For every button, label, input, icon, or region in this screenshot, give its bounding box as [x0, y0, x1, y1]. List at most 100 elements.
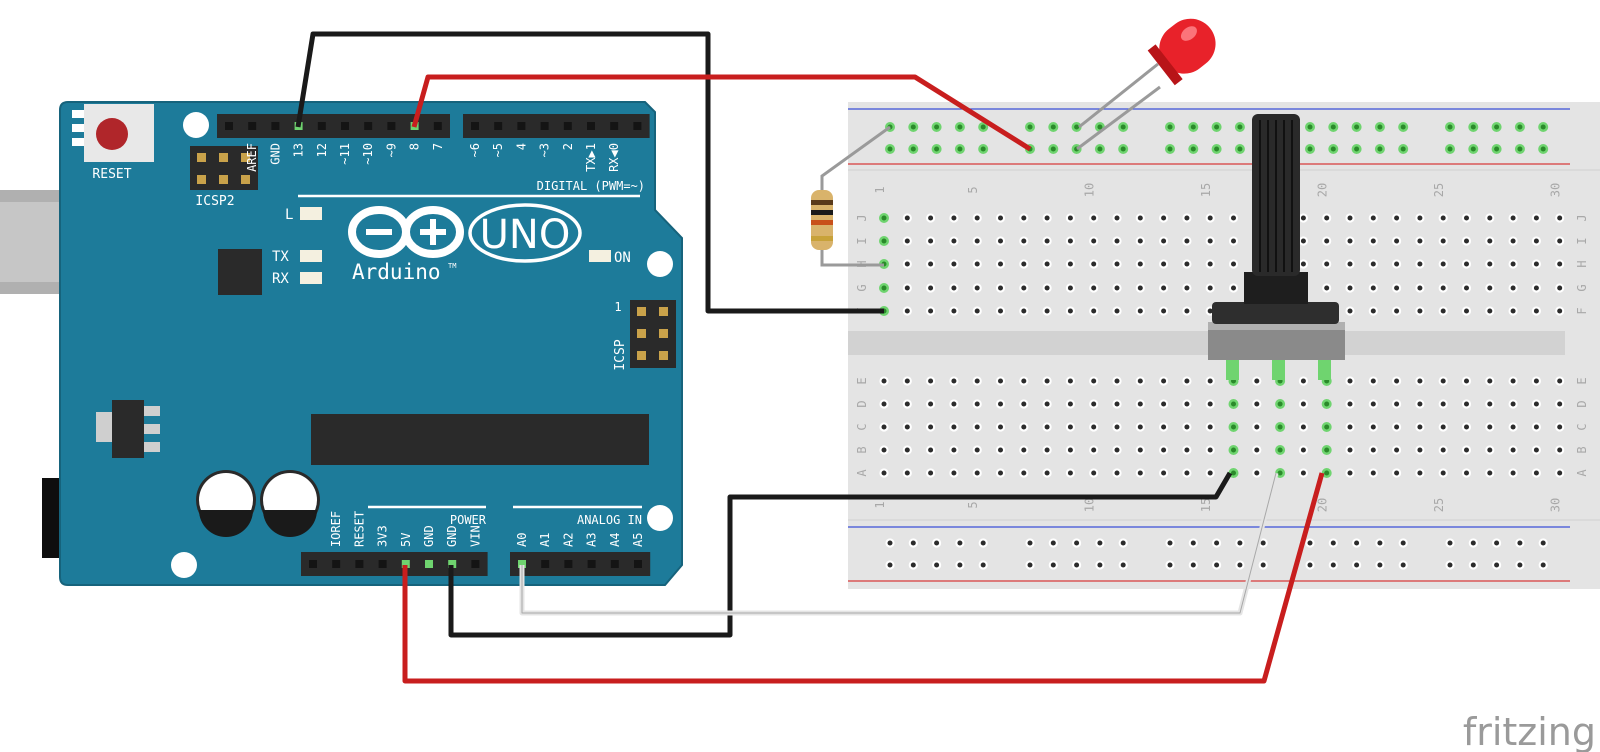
- power-header-pin[interactable]: [332, 560, 341, 568]
- resistor[interactable]: [811, 125, 891, 267]
- analog-pin-label: A4: [608, 533, 622, 547]
- breadboard-hole-center: [1137, 308, 1143, 314]
- breadboard-row-letter: D: [1575, 400, 1589, 407]
- breadboard-hole-center: [974, 215, 980, 221]
- digital-header-left-pin[interactable]: [433, 122, 442, 130]
- breadboard-hole-center: [1044, 424, 1050, 430]
- breadboard-hole-center: [1487, 285, 1493, 291]
- breadboard-column-number: 15: [1199, 183, 1213, 197]
- breadboard-rail-hole-center: [1354, 540, 1360, 546]
- icsp2-label: ICSP2: [195, 194, 234, 209]
- digital-header-right-pin[interactable]: [540, 122, 549, 130]
- breadboard-hole-center: [928, 470, 934, 476]
- breadboard-hole-center: [1440, 447, 1446, 453]
- power-pin-label: RESET: [352, 511, 366, 547]
- breadboard-hole-center: [1161, 378, 1167, 384]
- breadboard-rail-hole-center: [1120, 562, 1126, 568]
- power-header-pin[interactable]: [471, 560, 480, 568]
- breadboard-hole-center: [951, 401, 957, 407]
- breadboard-hole-center: [1557, 447, 1563, 453]
- analog-header-pin[interactable]: [518, 560, 526, 568]
- icsp-label: ICSP: [613, 339, 628, 370]
- breadboard-hole-center: [1137, 470, 1143, 476]
- wire-pin9[interactable]: [411, 74, 1032, 152]
- wire-gnd-digital[interactable]: [295, 31, 884, 314]
- power-header-pin[interactable]: [378, 560, 387, 568]
- digital-header-left-pin[interactable]: [271, 122, 280, 130]
- breadboard-rail-hole-center: [1074, 124, 1080, 130]
- uno-text: UNO: [480, 212, 571, 258]
- analog-header-pin[interactable]: [634, 560, 642, 568]
- power-header-pin[interactable]: [355, 560, 364, 568]
- digital-header-right-pin[interactable]: [471, 122, 479, 130]
- wire-gnd-power[interactable]: [448, 471, 1233, 638]
- digital-header-left-pin[interactable]: [364, 122, 373, 130]
- breadboard-rail-hole-center: [1540, 562, 1546, 568]
- led-on-label: ON: [614, 250, 631, 266]
- digital-header-right-pin[interactable]: [610, 122, 619, 130]
- digital-header-left-pin[interactable]: [225, 122, 233, 130]
- breadboard-rail-hole-center: [1517, 540, 1523, 546]
- wire-5v[interactable]: [402, 472, 1325, 684]
- breadboard-hole-center: [904, 470, 910, 476]
- breadboard-hole-center: [951, 470, 957, 476]
- infinity-icon: [348, 206, 464, 258]
- breadboard-hole-center: [928, 308, 934, 314]
- digital-header-left-pin[interactable]: [387, 122, 396, 130]
- breadboard-hole-center: [1533, 424, 1539, 430]
- breadboard-hole-center: [1347, 424, 1353, 430]
- breadboard-hole-center: [1464, 447, 1469, 453]
- breadboard-hole-center: [1184, 215, 1190, 221]
- breadboard-hole-center: [1417, 447, 1423, 453]
- breadboard-hole-center: [1231, 285, 1236, 291]
- red-led[interactable]: [1076, 9, 1226, 151]
- breadboard-hole-center: [1347, 447, 1353, 453]
- power-header-pin[interactable]: [448, 560, 457, 568]
- digital-header-right-pin[interactable]: [633, 122, 642, 130]
- digital-pin-label: 4: [514, 143, 528, 150]
- breadboard-hole-center: [1557, 261, 1563, 267]
- power-header-pin[interactable]: [425, 560, 433, 568]
- breadboard-hole-center: [1207, 285, 1213, 291]
- breadboard-hole-center: [1417, 261, 1423, 267]
- analog-header-pin[interactable]: [587, 560, 596, 568]
- analog-header-pin[interactable]: [610, 560, 619, 568]
- fritzing-watermark: fritzing: [1463, 710, 1596, 752]
- breadboard-rail-hole-center: [1190, 124, 1196, 130]
- breadboard-hole-center: [1161, 424, 1167, 430]
- reset-button[interactable]: [72, 104, 154, 162]
- led-l-label: L: [285, 207, 293, 223]
- digital-pin-label: 8: [408, 143, 422, 150]
- analog-header-housing: [510, 552, 651, 576]
- analog-header-pin[interactable]: [564, 560, 573, 568]
- icsp2-pin: [241, 175, 250, 184]
- digital-header-right-pin[interactable]: [517, 122, 526, 130]
- breadboard-rail-hole-center: [1354, 124, 1360, 130]
- breadboard-hole-center: [1533, 215, 1539, 221]
- breadboard-rail-hole-center: [1097, 562, 1103, 568]
- power-header-pin[interactable]: [309, 560, 317, 568]
- breadboard-hole-center: [1394, 238, 1400, 244]
- digital-header-right-pin[interactable]: [587, 122, 595, 130]
- breadboard-column-number: 10: [1083, 498, 1097, 512]
- digital-header-right-pin[interactable]: [494, 122, 503, 130]
- potentiometer[interactable]: [1208, 114, 1345, 380]
- digital-pin-label: 13: [292, 143, 306, 157]
- digital-pin-label: RX◀0: [607, 143, 621, 172]
- breadboard-hole-center: [1394, 470, 1400, 476]
- digital-header-right-pin[interactable]: [563, 122, 572, 130]
- digital-header-left-pin[interactable]: [317, 122, 326, 130]
- breadboard-rail-hole-center: [1400, 124, 1406, 130]
- digital-header-left-pin[interactable]: [341, 122, 349, 130]
- icsp-pin: [637, 329, 646, 338]
- breadboard-hole-center: [1510, 378, 1516, 384]
- breadboard-column-number: 25: [1432, 183, 1446, 197]
- breadboard-hole-center: [1394, 261, 1400, 267]
- breadboard-hole-center: [1021, 238, 1027, 244]
- digital-header-left-pin[interactable]: [248, 122, 257, 130]
- breadboard-hole-center: [1231, 447, 1236, 453]
- breadboard-rail-hole-center: [910, 146, 916, 152]
- power-header-pin[interactable]: [401, 560, 410, 568]
- breadboard-hole-center: [1300, 378, 1306, 384]
- analog-header-pin[interactable]: [541, 560, 550, 568]
